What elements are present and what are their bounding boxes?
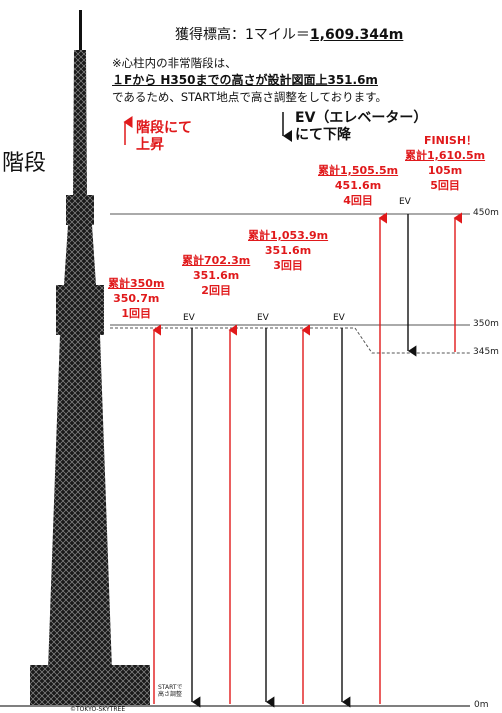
climb-round: 3回目 bbox=[273, 259, 303, 272]
legend-down-line-2: にて下降 bbox=[295, 127, 351, 143]
note-line-2: １Fから H350までの高さが設計図面上351.6m bbox=[112, 73, 378, 87]
line-345m bbox=[354, 327, 470, 354]
note-line-1: ※心柱内の非常階段は、 bbox=[112, 56, 237, 70]
start-note: STARTで 高さ調整 bbox=[158, 684, 183, 698]
climb-round: 5回目 bbox=[430, 179, 460, 192]
legend-up-line-2: 上昇 bbox=[136, 137, 164, 153]
climb-label-3: 累計1,053.9m 351.6m 3回目 bbox=[248, 228, 328, 273]
note-line-3: であるため、START地点で高さ調整をしております。 bbox=[112, 90, 388, 104]
legend-up-line-1: 階段にて bbox=[136, 120, 192, 136]
climb-leg: 351.6m bbox=[264, 244, 312, 257]
ev-label-3: EV bbox=[333, 313, 345, 323]
climb-label-1: 累計350m 350.7m 1回目 bbox=[108, 276, 164, 321]
climb-label-4: 累計1,505.5m 451.6m 4回目 bbox=[318, 163, 398, 208]
legend-stairs: 階段にて 上昇 bbox=[136, 120, 192, 154]
climb-total: 累計350m bbox=[108, 277, 165, 290]
goal-prefix: 獲得標高：1マイル＝ bbox=[175, 27, 310, 43]
goal-title: 獲得標高：1マイル＝1,609.344m bbox=[175, 24, 403, 44]
climb-total: 累計702.3m bbox=[182, 254, 251, 267]
climb-round: 2回目 bbox=[201, 284, 231, 297]
finish-label: FINISH！ bbox=[424, 134, 478, 147]
climb-label-5: 累計1,610.5m 105m 5回目 bbox=[405, 148, 485, 193]
climb-leg: 351.6m bbox=[193, 269, 240, 282]
climb-round: 4回目 bbox=[343, 194, 373, 207]
ev-label-4: EV bbox=[399, 197, 411, 207]
side-label: 階段 bbox=[2, 151, 47, 176]
climb-total: 累計1,505.5m bbox=[318, 164, 399, 177]
climb-total: 累計1,610.5m bbox=[405, 149, 486, 162]
height-label-450: 450m bbox=[473, 208, 499, 218]
climb-label-2: 累計702.3m 351.6m 2回目 bbox=[182, 253, 250, 298]
height-label-345: 345m bbox=[473, 347, 499, 357]
goal-value: 1,609.344m bbox=[309, 27, 404, 43]
climb-round: 1回目 bbox=[121, 307, 152, 320]
start-note-line-1: STARTで bbox=[158, 684, 183, 691]
note-block: ※心柱内の非常階段は、 １Fから H350までの高さが設計図面上351.6m で… bbox=[112, 55, 387, 106]
climb-total: 累計1,053.9m bbox=[248, 229, 329, 242]
height-label-0: 0m bbox=[474, 700, 489, 710]
skytree-tower bbox=[30, 10, 150, 705]
climb-leg: 451.6m bbox=[334, 179, 382, 192]
ev-label-2: EV bbox=[257, 313, 269, 323]
height-label-350: 350m bbox=[473, 319, 499, 329]
ev-label-1: EV bbox=[183, 313, 195, 323]
copyright: ©TOKYO-SKYTREE bbox=[70, 706, 126, 713]
climb-leg: 350.7m bbox=[113, 292, 160, 305]
climb-leg: 105m bbox=[427, 164, 463, 177]
start-note-line-2: 高さ調整 bbox=[158, 691, 183, 698]
legend-down-line-1: EV（エレベーター） bbox=[295, 110, 428, 126]
legend-elevator: EV（エレベーター） にて下降 bbox=[295, 110, 427, 144]
